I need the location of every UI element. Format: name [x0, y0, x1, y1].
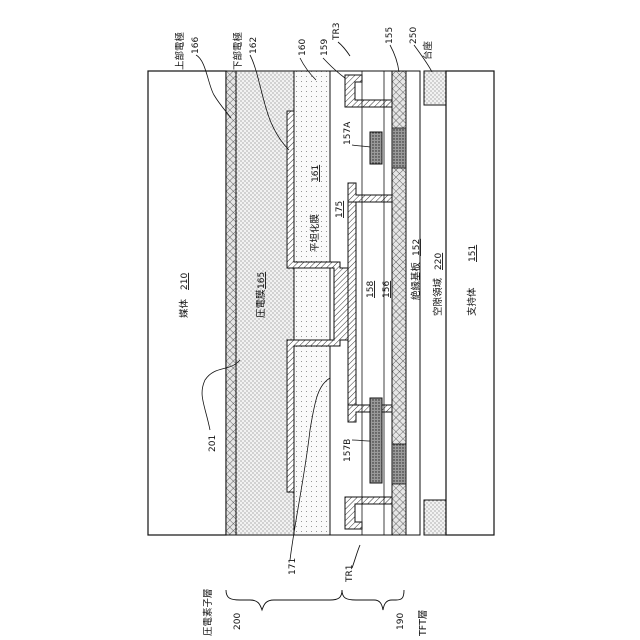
- svg-text:圧電膜: 圧電膜: [256, 289, 267, 318]
- svg-text:166: 166: [191, 37, 201, 54]
- svg-text:TR3: TR3: [332, 23, 342, 41]
- label-piezo-film-num: 165: [257, 272, 267, 289]
- svg-text:155: 155: [385, 27, 395, 44]
- label-upper-electrode: 上部電極: [174, 31, 186, 70]
- svg-text:157B: 157B: [343, 439, 353, 462]
- label-157b: 157B: [343, 439, 353, 462]
- brace-190: [342, 590, 404, 610]
- label-support-num: 151: [468, 245, 478, 262]
- label-175: 175: [335, 201, 345, 218]
- label-planarization-num: 161: [311, 165, 321, 182]
- label-pedestal: 台座: [422, 40, 434, 60]
- drain-line-158: [348, 195, 356, 412]
- tr3-arrow: [338, 42, 350, 56]
- gate-157a: [370, 132, 382, 164]
- label-200: 200: [233, 613, 243, 630]
- label-piezo-element-layer: 圧電素子層: [202, 588, 214, 636]
- label-201: 201: [208, 435, 218, 452]
- label-gap-region-num: 220: [434, 253, 444, 270]
- svg-text:媒体: 媒体: [178, 298, 190, 318]
- label-piezo-film: 圧電膜: [256, 289, 267, 318]
- label-lower-electrode-num: 162: [249, 37, 259, 54]
- label-250: 250: [409, 27, 419, 44]
- upper-electrode-layer: [226, 71, 236, 535]
- svg-text:圧電素子層: 圧電素子層: [202, 588, 214, 636]
- label-159: 159: [320, 39, 330, 56]
- brace-200: [226, 590, 342, 610]
- svg-text:175: 175: [335, 201, 345, 218]
- svg-text:160: 160: [298, 39, 308, 56]
- label-upper-electrode-num: 166: [191, 37, 201, 54]
- pedestal-top: [424, 71, 446, 105]
- svg-text:159: 159: [320, 39, 330, 56]
- svg-text:空隙領域: 空隙領域: [432, 277, 444, 316]
- pedestal-bottom: [424, 500, 446, 535]
- svg-text:平坦化膜: 平坦化膜: [309, 213, 321, 252]
- svg-text:157A: 157A: [343, 121, 353, 145]
- svg-text:TR1: TR1: [345, 565, 355, 583]
- svg-text:151: 151: [468, 245, 478, 262]
- svg-text:絶縁基板: 絶縁基板: [410, 261, 422, 300]
- label-158: 158: [366, 281, 376, 298]
- svg-text:200: 200: [233, 613, 243, 630]
- label-tft-layer: TFT層: [418, 610, 429, 637]
- svg-text:下部電極: 下部電極: [232, 31, 244, 70]
- svg-text:201: 201: [208, 435, 218, 452]
- svg-text:210: 210: [180, 273, 190, 290]
- svg-text:上部電極: 上部電極: [174, 31, 186, 70]
- svg-text:158: 158: [366, 281, 376, 298]
- svg-text:190: 190: [396, 613, 406, 630]
- svg-text:支持体: 支持体: [466, 287, 478, 316]
- gate-157b: [370, 398, 382, 483]
- svg-text:TFT層: TFT層: [418, 610, 429, 637]
- planarization-layer: [294, 71, 330, 535]
- label-171: 171: [288, 558, 298, 575]
- label-insulating-substrate-num: 152: [412, 239, 422, 256]
- channel-top: [392, 128, 406, 168]
- svg-text:台座: 台座: [422, 40, 434, 60]
- svg-text:250: 250: [409, 27, 419, 44]
- svg-text:220: 220: [434, 253, 444, 270]
- label-medium-num: 210: [180, 273, 190, 290]
- label-190: 190: [396, 613, 406, 630]
- label-tr1: TR1: [345, 565, 355, 583]
- svg-text:161: 161: [311, 165, 321, 182]
- label-support: 支持体: [466, 287, 478, 316]
- gap-region-layer: [406, 71, 420, 535]
- label-insulating-substrate: 絶縁基板: [410, 261, 422, 300]
- channel-bottom: [392, 444, 406, 484]
- leader-155: [390, 45, 399, 72]
- svg-text:156: 156: [382, 281, 392, 298]
- svg-text:171: 171: [288, 558, 298, 575]
- label-lower-electrode: 下部電極: [232, 31, 244, 70]
- label-157a: 157A: [343, 121, 353, 145]
- svg-text:152: 152: [412, 239, 422, 256]
- label-160: 160: [298, 39, 308, 56]
- label-tr3: TR3: [332, 23, 342, 41]
- label-156: 156: [382, 281, 392, 298]
- label-medium: 媒体: [178, 298, 190, 318]
- label-155: 155: [385, 27, 395, 44]
- label-gap-region: 空隙領域: [432, 277, 444, 316]
- label-planarization: 平坦化膜: [309, 213, 321, 252]
- svg-text:162: 162: [249, 37, 259, 54]
- svg-text:165: 165: [257, 272, 267, 289]
